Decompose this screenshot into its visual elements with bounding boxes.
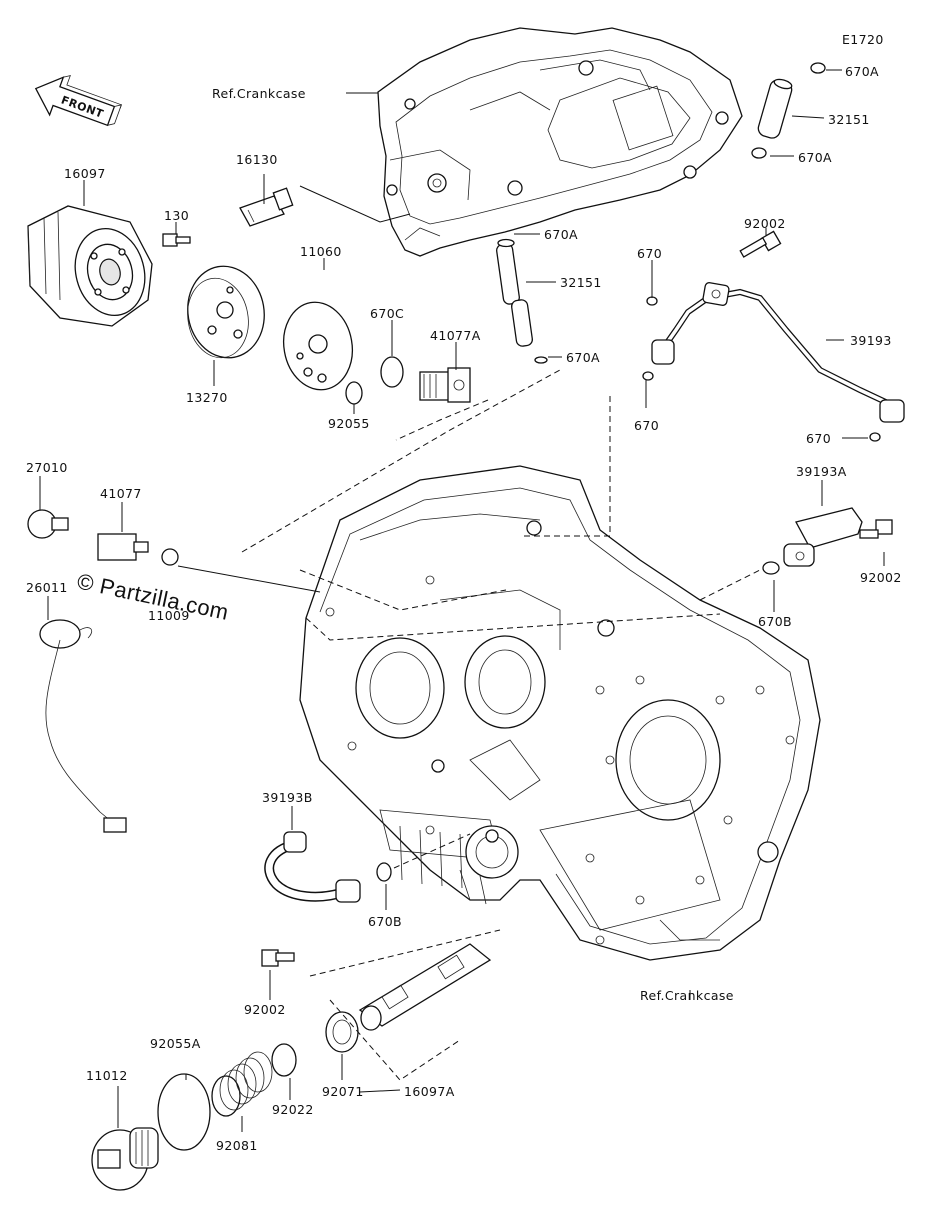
lower-crankcase-drawing (299, 465, 821, 961)
callout-label: 39193A (796, 464, 847, 479)
callout-label: 92055A (150, 1036, 201, 1051)
plug-41077a (419, 367, 471, 403)
callout-labels: 670A 32151 670A 16130 670A 32151 92002 6… (26, 64, 902, 1153)
upper-crankcase-drawing (377, 27, 743, 257)
fitting-41077 (97, 533, 149, 561)
callout-label: 670B (368, 914, 402, 929)
front-arrow-icon: FRONT (34, 75, 123, 127)
ref-label: Ref.Crankcase (212, 86, 306, 101)
callout-label: 16097 (64, 166, 106, 181)
callout-label: 39193 (850, 333, 892, 348)
callout-label: 670C (370, 306, 404, 321)
oil-screen-16097a (358, 943, 492, 1031)
callout-label: 92002 (744, 216, 786, 231)
washer-11009 (161, 548, 179, 566)
callout-label: 92022 (272, 1102, 314, 1117)
fitting-16130 (239, 187, 294, 227)
callout-label: 11060 (300, 244, 342, 259)
callout-label: 670A (845, 64, 879, 79)
callout-label: 27010 (26, 460, 68, 475)
callout-label: 670 (634, 418, 659, 433)
callout-label: 92081 (216, 1138, 258, 1153)
washer-92022 (271, 1043, 297, 1077)
dowel-pin-upper (751, 62, 826, 159)
callout-label: 670B (758, 614, 792, 629)
oring-670-c (869, 432, 881, 442)
oring-670-b (642, 371, 654, 381)
oring-670b-left (376, 862, 392, 882)
oring-92055a (157, 1073, 211, 1151)
oring-670-a (646, 296, 658, 306)
callout-label: 16097A (404, 1084, 455, 1099)
leader-lines (39, 69, 885, 1132)
oil-filter (27, 205, 153, 327)
callout-label: 11012 (86, 1068, 128, 1083)
callout-label: 92071 (322, 1084, 364, 1099)
bolt-92002-right (859, 519, 893, 539)
callout-label: 26011 (26, 580, 68, 595)
callout-label: 41077 (100, 486, 142, 501)
callout-label: 11009 (148, 608, 190, 623)
bolt-92002-lower (261, 949, 295, 967)
callout-label: 13270 (186, 390, 228, 405)
callout-label: 16130 (236, 152, 278, 167)
callout-label: 92002 (244, 1002, 286, 1017)
callout-label: 670A (798, 150, 832, 165)
ref-label: Ref.Crankcase (640, 988, 734, 1003)
seal-92071 (325, 1011, 359, 1053)
callout-label: 670A (544, 227, 578, 242)
callout-label: 32151 (560, 275, 602, 290)
switch-27010 (27, 509, 69, 539)
oring-670b-right (762, 561, 780, 575)
callout-label: 92055 (328, 416, 370, 431)
diagram-code: E1720 (842, 32, 884, 47)
callout-label: 670A (566, 350, 600, 365)
callout-label: 41077A (430, 328, 481, 343)
oil-pipe-39193b (264, 831, 361, 903)
fitting-39193a (783, 507, 863, 567)
oil-pipe-39193 (651, 282, 905, 423)
oring-92055 (345, 381, 363, 405)
callout-label: 92002 (860, 570, 902, 585)
drain-plug-11012 (91, 1127, 159, 1191)
plate-13270 (187, 265, 265, 359)
bolt-92002-upper (739, 230, 782, 258)
bolt-130 (162, 233, 191, 247)
callout-label: 670 (806, 431, 831, 446)
dowel-pin-middle (496, 238, 548, 364)
gasket-11060 (283, 301, 353, 391)
spring-92081 (211, 1051, 273, 1117)
callout-label: 670 (637, 246, 662, 261)
callout-label: 39193B (262, 790, 313, 805)
callout-label: 130 (164, 208, 189, 223)
oring-670c (380, 356, 404, 388)
callout-label: 32151 (828, 112, 870, 127)
wire-lead-26011 (39, 619, 127, 833)
